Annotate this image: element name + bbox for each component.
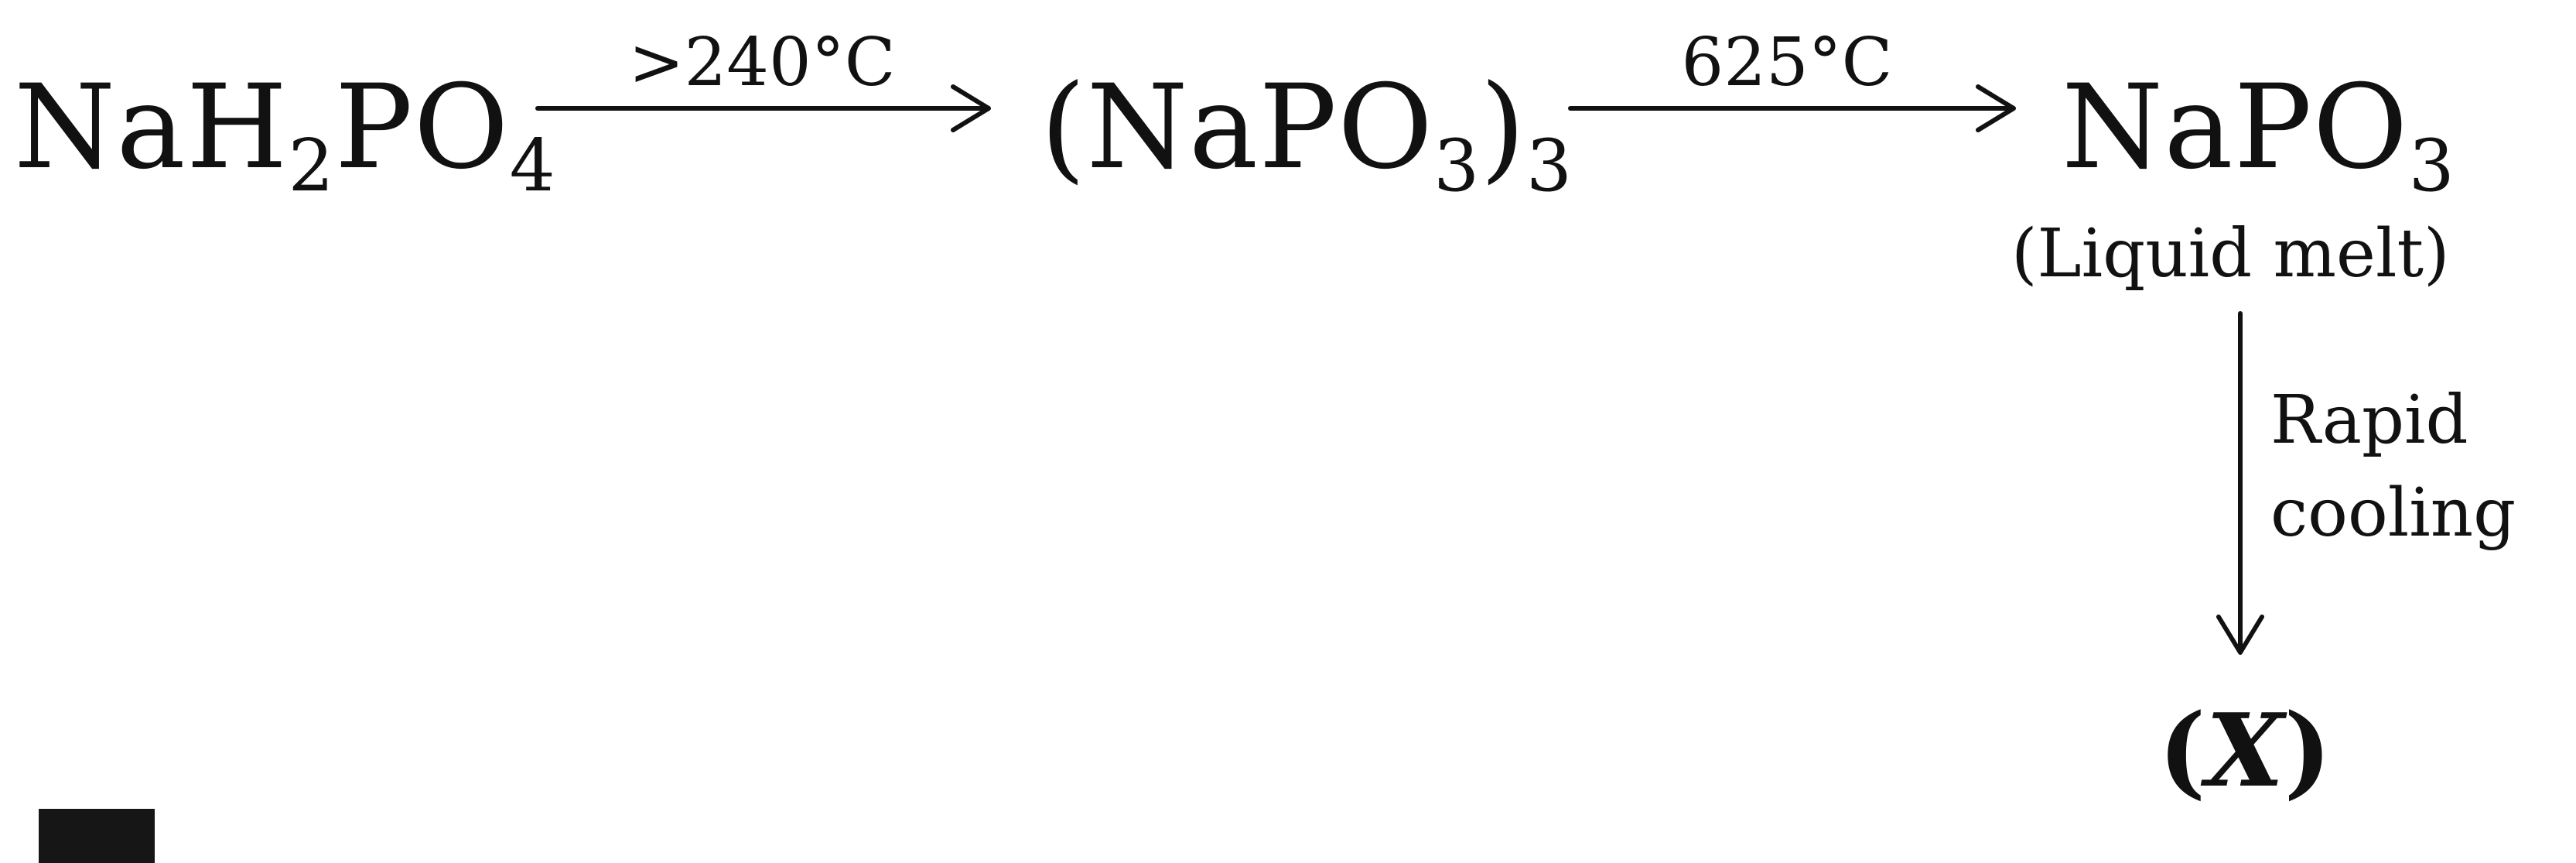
arrow2-condition: 625°C <box>1681 24 1893 101</box>
arrow2-right-arrow <box>1568 84 2016 132</box>
cropped-text-fragment <box>39 809 155 863</box>
product-formula: NaPO3 <box>2062 60 2455 207</box>
product-state-label: (Liquid melt) <box>2011 215 2450 293</box>
final-product-label: (X) <box>2158 691 2332 810</box>
arrow1-condition: >240°C <box>628 24 896 101</box>
reaction-arrows <box>535 84 2264 655</box>
arrow3-condition-line1: Rapid <box>2270 382 2468 459</box>
arrow1-right-arrow <box>535 84 991 132</box>
reactant-formula: NaH2PO4 <box>14 60 556 207</box>
arrow3-down-arrow <box>2216 311 2264 655</box>
arrow3-condition-line2: cooling <box>2270 474 2516 552</box>
intermediate-formula: (NaPO3)3 <box>1040 60 1573 207</box>
